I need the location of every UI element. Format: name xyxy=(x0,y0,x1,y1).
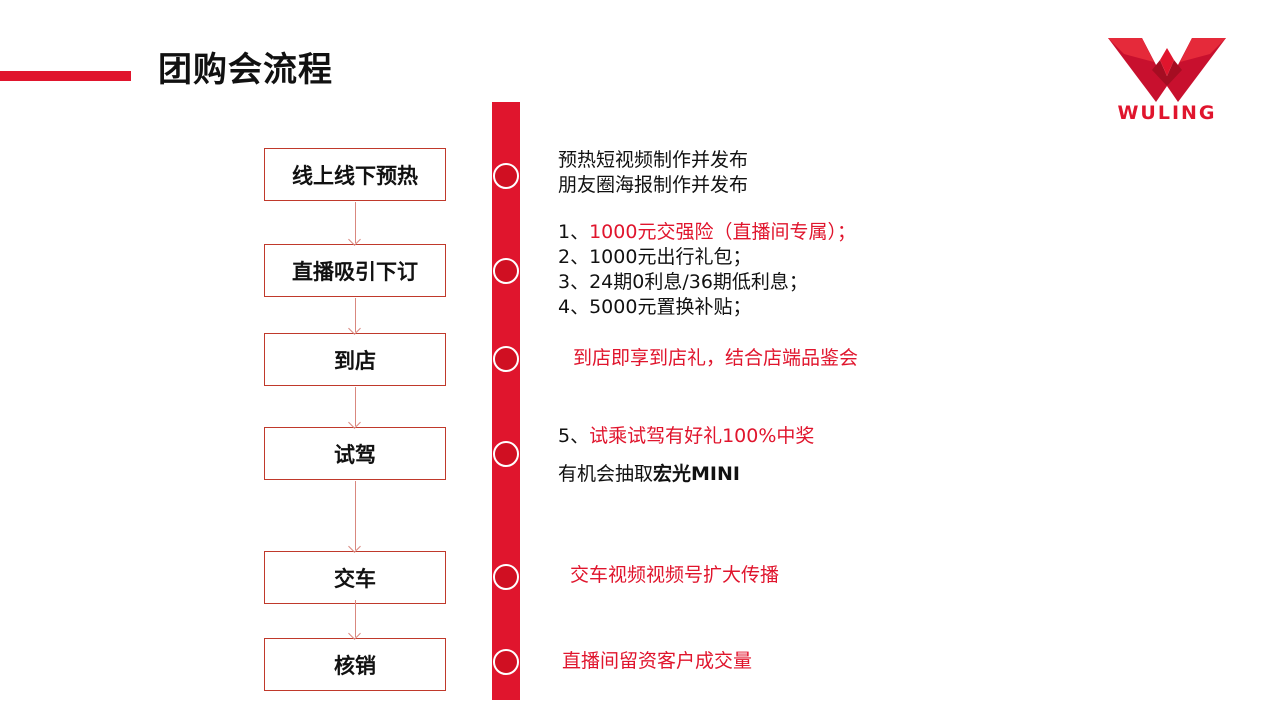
detail-warmup-line1: 预热短视频制作并发布 xyxy=(558,149,749,171)
timeline-node xyxy=(493,258,519,284)
detail-warmup: 预热短视频制作并发布 朋友圈海报制作并发布 xyxy=(558,148,748,198)
timeline-bar xyxy=(492,102,520,700)
timeline-node xyxy=(493,649,519,675)
detail-warmup-line2: 朋友圈海报制作并发布 xyxy=(558,174,749,196)
detail-live-item1-prefix: 1、 xyxy=(558,221,590,243)
detail-live-item3: 3、24期0利息/36期低利息； xyxy=(558,271,808,293)
step-verify: 核销 xyxy=(264,638,446,691)
detail-lottery-prefix: 有机会抽取 xyxy=(558,463,654,485)
detail-lottery: 有机会抽取宏光MINI xyxy=(558,462,814,487)
step-visit-store: 到店 xyxy=(264,333,446,386)
detail-live-item2: 2、1000元出行礼包； xyxy=(558,246,752,268)
title-accent-bar xyxy=(0,71,131,81)
flow-arrow xyxy=(355,387,356,426)
detail-live-item4: 4、5000元置换补贴； xyxy=(558,296,752,318)
detail-test-drive-line1: 5、试乘试驾有好礼100%中奖 xyxy=(558,424,814,449)
detail-test-drive-text: 试乘试驾有好礼100%中奖 xyxy=(589,425,815,447)
logo-wordmark: WULING xyxy=(1117,102,1217,124)
detail-lottery-prize: 宏光MINI xyxy=(653,463,740,485)
timeline-node xyxy=(493,163,519,189)
detail-test-drive: 5、试乘试驾有好礼100%中奖 有机会抽取宏光MINI xyxy=(558,424,814,487)
detail-live-item1-text: 1000元交强险（直播间专属）； xyxy=(589,221,856,243)
timeline-node xyxy=(493,346,519,372)
detail-store: 到店即享到店礼，结合店端品鉴会 xyxy=(573,347,859,369)
detail-live: 1、1000元交强险（直播间专属）； 2、1000元出行礼包； 3、24期0利息… xyxy=(558,220,856,320)
detail-verify: 直播间留资客户成交量 xyxy=(562,650,753,672)
step-test-drive: 试驾 xyxy=(264,427,446,480)
detail-test-drive-prefix: 5、 xyxy=(558,425,590,447)
step-delivery: 交车 xyxy=(264,551,446,604)
flow-arrow xyxy=(355,481,356,550)
wuling-emblem-icon xyxy=(1108,38,1226,102)
page-title: 团购会流程 xyxy=(158,50,333,90)
step-live-order: 直播吸引下订 xyxy=(264,244,446,297)
timeline-node xyxy=(493,441,519,467)
step-warmup: 线上线下预热 xyxy=(264,148,446,201)
flow-arrow xyxy=(355,202,356,243)
timeline-node xyxy=(493,564,519,590)
detail-delivery: 交车视频视频号扩大传播 xyxy=(570,564,780,586)
flow-arrow xyxy=(355,600,356,637)
wuling-logo: WULING xyxy=(1104,36,1230,128)
detail-live-item1: 1、1000元交强险（直播间专属）； xyxy=(558,220,856,245)
flow-arrow xyxy=(355,298,356,332)
